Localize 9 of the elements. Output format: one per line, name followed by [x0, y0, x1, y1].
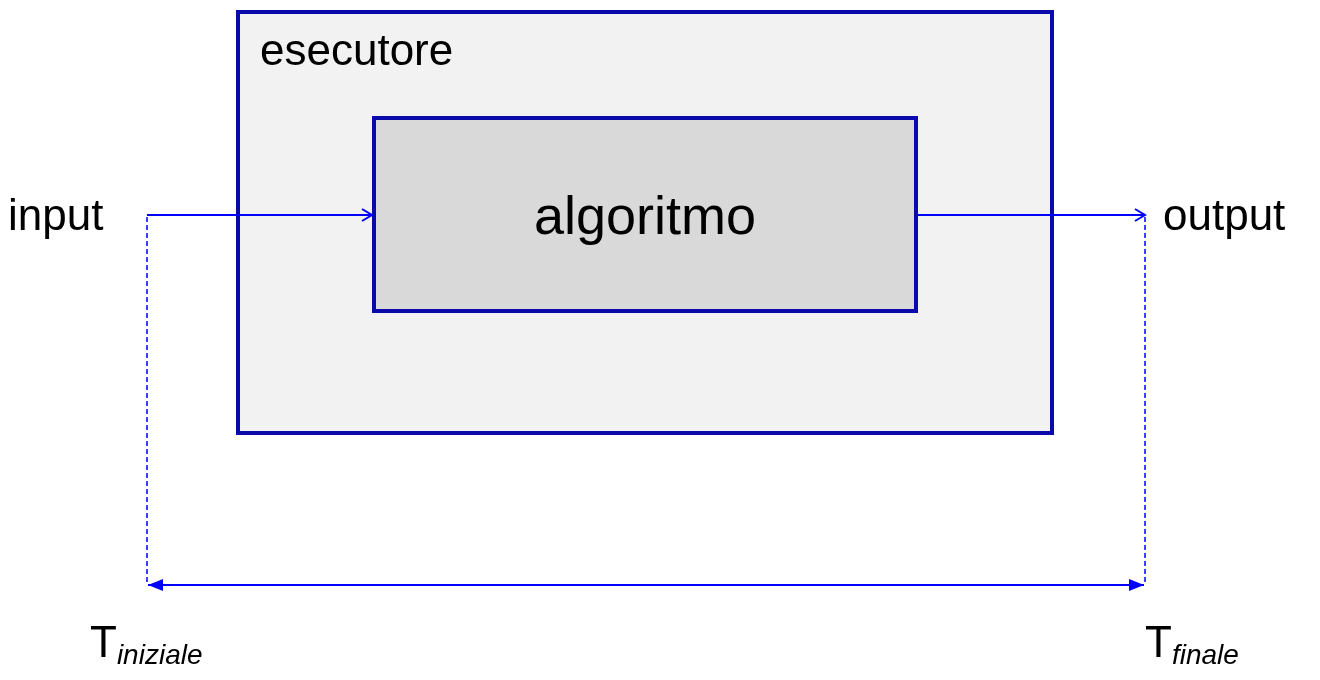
- node-label: output: [1163, 189, 1286, 241]
- node-label: input: [8, 189, 104, 241]
- time-label: T$_{iniziale}$: [90, 620, 203, 664]
- arrow: [146, 208, 373, 222]
- container-box: [236, 10, 1054, 435]
- node-label: esecutore: [260, 25, 454, 74]
- process-box: [372, 116, 918, 313]
- time-label: T$_{finale}$: [1145, 620, 1239, 664]
- arrow: [917, 208, 1146, 222]
